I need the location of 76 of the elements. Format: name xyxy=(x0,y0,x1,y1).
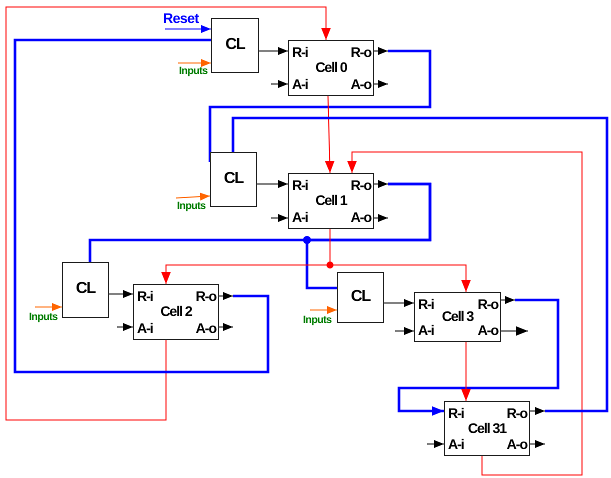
signal-label: Reset xyxy=(163,11,199,25)
port-label: R-o xyxy=(506,406,527,420)
port-label: R-o xyxy=(196,289,216,303)
port-label: A-i xyxy=(292,210,308,224)
port-label: A-o xyxy=(506,437,527,451)
arrow xyxy=(258,47,288,55)
cell-name: Cell 0 xyxy=(315,60,347,74)
signal-label: Inputs xyxy=(179,66,208,76)
cell-name: Cell 1 xyxy=(315,193,347,207)
port-label: R-i xyxy=(448,406,464,420)
port-label: A-i xyxy=(137,321,153,335)
connector-line xyxy=(306,182,432,290)
port-label: R-o xyxy=(478,297,498,311)
cell-block xyxy=(414,292,501,342)
arrow xyxy=(218,323,234,331)
arrow xyxy=(461,342,471,402)
port-label: A-o xyxy=(350,77,371,91)
port-label: R-i xyxy=(292,178,308,192)
arrow xyxy=(500,296,516,304)
arrow xyxy=(270,214,288,222)
port-label: R-o xyxy=(350,45,371,59)
arrow xyxy=(116,323,134,331)
cell-name: Cell 3 xyxy=(442,309,474,323)
arrow xyxy=(530,407,546,415)
port-label: A-o xyxy=(478,323,498,337)
arrow xyxy=(384,299,414,307)
arrow xyxy=(374,180,388,188)
arrow xyxy=(374,214,388,222)
cell-block xyxy=(288,173,374,229)
port-label: R-i xyxy=(418,297,434,311)
block-label: CL xyxy=(224,170,244,186)
cell-block xyxy=(444,401,530,456)
arrow xyxy=(178,59,212,67)
port-label: R-i xyxy=(292,45,308,59)
arrow xyxy=(270,80,288,88)
cell-block xyxy=(133,284,219,340)
arrow xyxy=(164,25,212,33)
logic-block xyxy=(210,152,257,207)
port-label: A-o xyxy=(196,321,216,335)
arrow xyxy=(108,290,134,298)
cell-name: Cell 31 xyxy=(468,420,506,434)
arrow xyxy=(34,303,62,311)
arrow xyxy=(374,80,388,88)
signal-label: Inputs xyxy=(29,312,58,322)
arrow xyxy=(394,327,414,335)
port-label: R-o xyxy=(350,178,371,192)
arrow xyxy=(218,292,234,300)
block-label: CL xyxy=(76,281,96,297)
cell-block xyxy=(288,40,374,96)
logic-block xyxy=(211,18,259,73)
arrow xyxy=(398,298,560,416)
logic-block xyxy=(62,262,109,318)
signal-label: Inputs xyxy=(177,201,206,212)
connector-line xyxy=(14,38,270,374)
arrow xyxy=(347,152,582,476)
logic-block xyxy=(337,272,384,323)
signal-label: Inputs xyxy=(303,315,332,326)
arrow xyxy=(310,306,338,314)
arrow xyxy=(426,440,444,448)
connector-line xyxy=(208,50,432,162)
port-label: A-i xyxy=(418,323,434,337)
arrow xyxy=(6,6,331,420)
port-label: A-o xyxy=(350,210,371,224)
block-label: CL xyxy=(225,36,245,52)
arrow xyxy=(500,326,528,336)
arrow xyxy=(256,180,288,188)
arrow xyxy=(530,440,546,448)
arrow xyxy=(374,47,388,55)
arrow xyxy=(324,96,334,174)
port-label: A-i xyxy=(448,437,464,451)
connector-line xyxy=(232,116,608,412)
block-label: CL xyxy=(350,288,370,304)
cell-name: Cell 2 xyxy=(160,304,192,318)
port-label: R-i xyxy=(137,289,153,303)
arrow xyxy=(176,192,210,201)
port-label: A-i xyxy=(292,77,308,91)
